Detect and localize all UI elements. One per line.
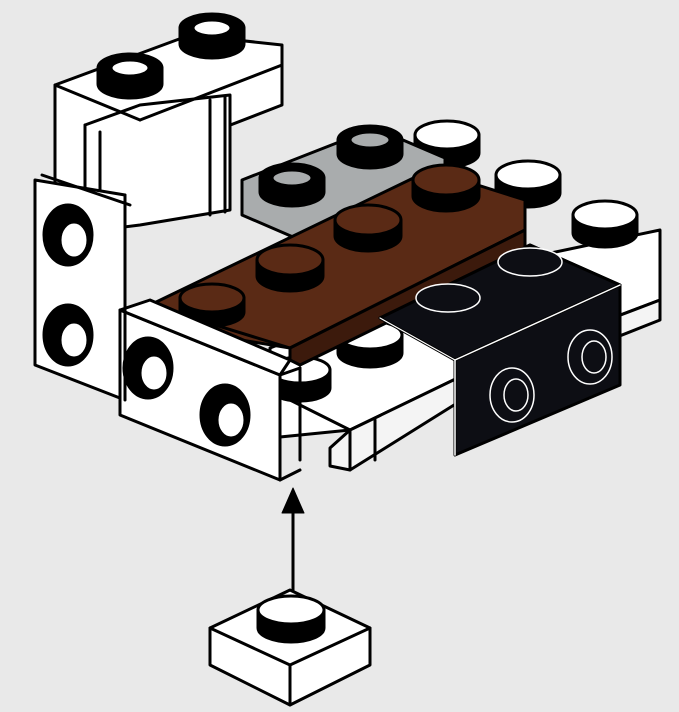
stud [260,164,324,206]
stud [498,248,562,276]
stud [257,245,323,291]
stud [98,54,162,98]
side-stud [490,368,534,422]
side-stud [124,338,172,398]
stud [413,165,479,211]
side-stud [568,330,612,384]
new-plate-1x1 [210,590,370,705]
stud [335,205,401,251]
stud [258,596,324,642]
stud [180,14,244,58]
stud [416,284,480,312]
stud [338,126,402,168]
side-stud [201,385,249,445]
stud [573,201,637,247]
side-stud [44,205,92,265]
side-stud [44,305,92,365]
insert-arrow [282,488,304,600]
